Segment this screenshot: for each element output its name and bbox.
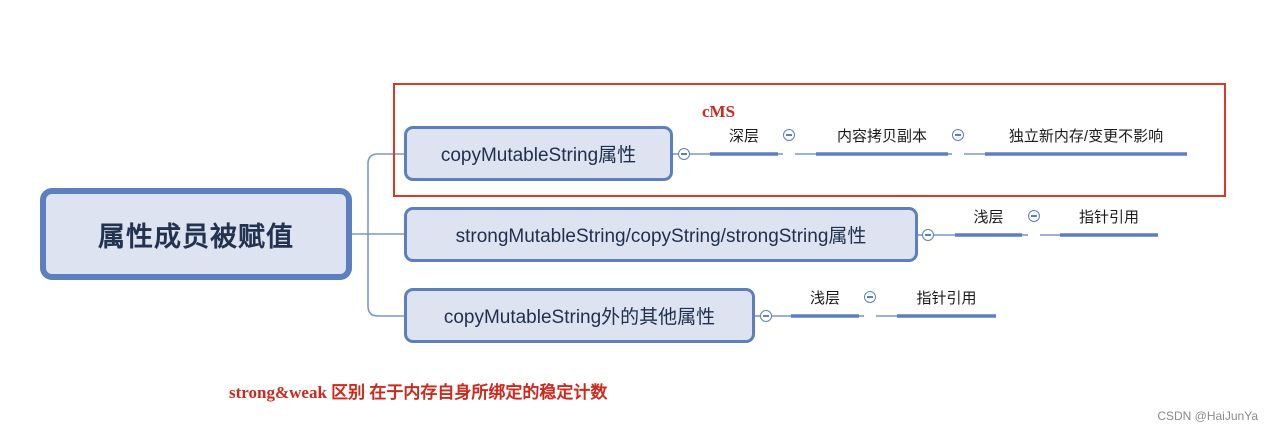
strong-weak-note: strong&weak 区别 在于内存自身所绑定的稳定计数	[229, 383, 608, 402]
leaf-label[interactable]: 指针引用	[916, 290, 977, 307]
collapse-toggle-icon[interactable]	[783, 129, 795, 141]
collapse-toggle-icon[interactable]	[864, 291, 876, 303]
branch-node-strong-mutable-string[interactable]: strongMutableString/copyString/strongStr…	[404, 207, 918, 262]
leaf-label[interactable]: 独立新内存/变更不影响	[1008, 128, 1164, 145]
leaf-label[interactable]: 深层	[728, 128, 759, 145]
leaf-label[interactable]: 浅层	[809, 290, 840, 307]
collapse-toggle-icon[interactable]	[952, 129, 964, 141]
leaf-label[interactable]: 指针引用	[1078, 209, 1139, 226]
branch-node-copy-mutable-string[interactable]: copyMutableString属性	[404, 126, 673, 181]
watermark: CSDN @HaiJunYa	[1157, 409, 1258, 423]
collapse-toggle-icon[interactable]	[922, 229, 934, 241]
highlight-box	[393, 83, 1226, 197]
collapse-toggle-icon[interactable]	[678, 148, 690, 160]
leaf-label[interactable]: 内容拷贝副本	[836, 128, 927, 145]
collapse-toggle-icon[interactable]	[760, 310, 772, 322]
box-label: cMS	[702, 102, 736, 121]
branch-label: strongMutableString/copyString/strongStr…	[455, 226, 867, 247]
branch-node-other-properties[interactable]: copyMutableString外的其他属性	[404, 288, 755, 343]
collapse-toggle-icon[interactable]	[1028, 210, 1040, 222]
leaf-label[interactable]: 浅层	[973, 209, 1004, 226]
branch-label: copyMutableString属性	[440, 145, 637, 166]
root-node[interactable]: 属性成员被赋值	[40, 188, 352, 280]
root-label: 属性成员被赋值	[98, 221, 294, 252]
branch-label: copyMutableString外的其他属性	[443, 307, 716, 328]
